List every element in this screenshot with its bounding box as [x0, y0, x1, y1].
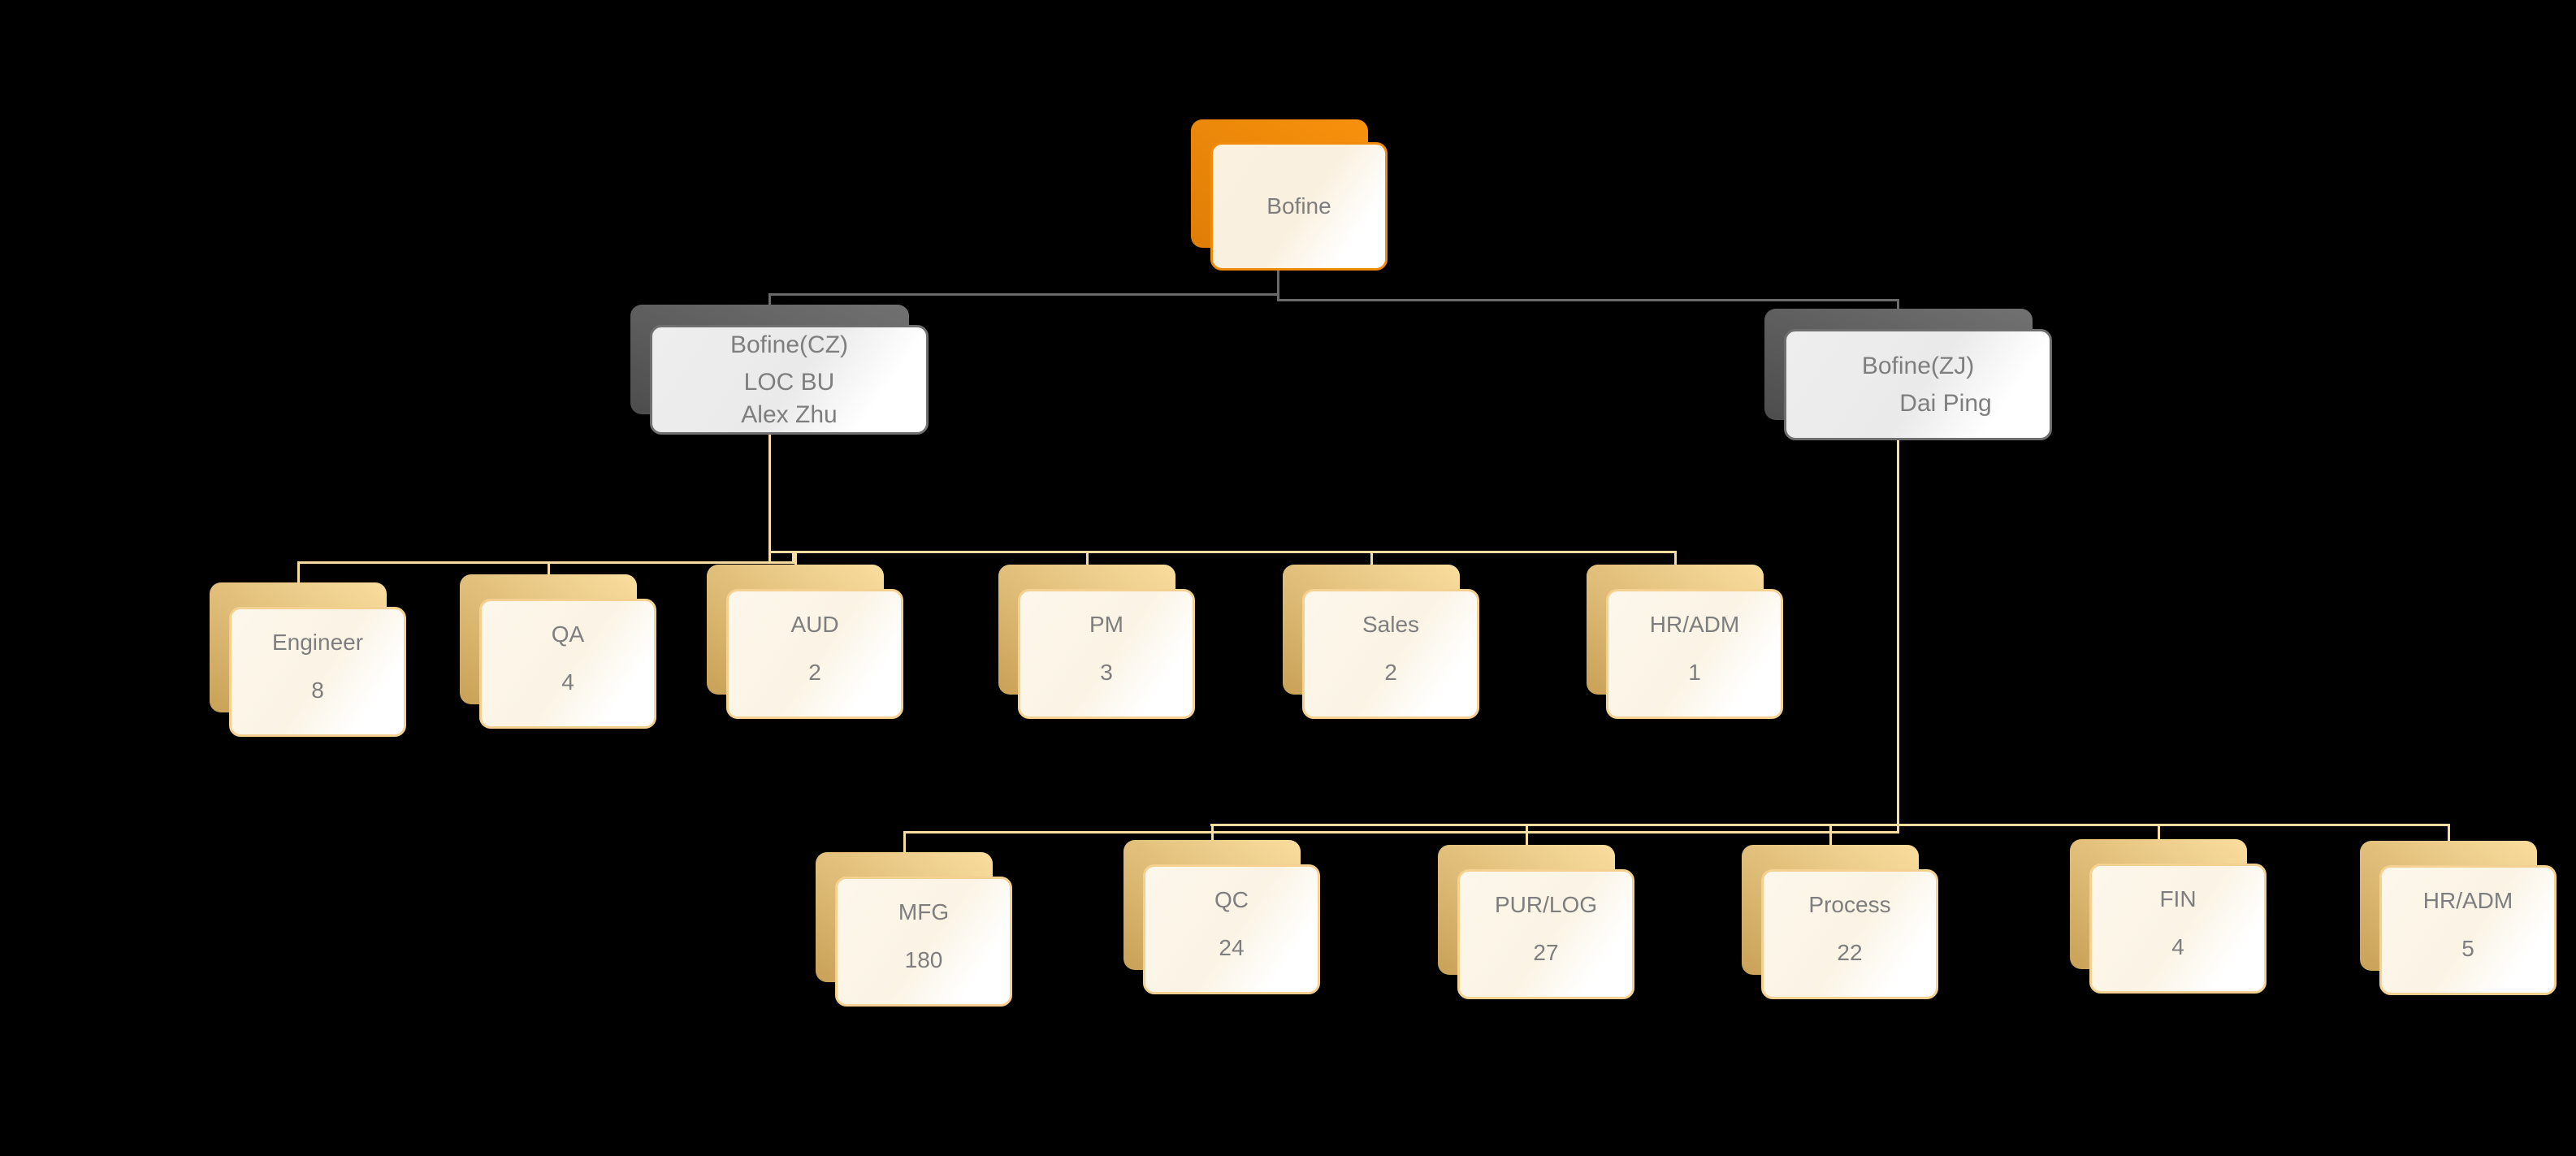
card: HR/ADM 5 — [2379, 865, 2557, 995]
connector — [1829, 824, 1832, 846]
node-count: 4 — [2171, 933, 2184, 959]
card: Bofine(CZ) LOC BU Alex Zhu — [650, 325, 929, 435]
connector — [1277, 299, 1899, 301]
node-count: 5 — [2461, 935, 2474, 961]
connector — [1674, 551, 1677, 566]
node-department: LOC BU — [743, 368, 835, 396]
connector — [1211, 824, 1214, 842]
card: Process 22 — [1761, 869, 1938, 999]
card: PM 3 — [1018, 589, 1195, 719]
connector — [1277, 271, 1279, 301]
connector — [548, 561, 550, 576]
node-label: PM — [1089, 611, 1123, 637]
connector — [1086, 551, 1089, 566]
connector — [1526, 824, 1528, 846]
connector — [768, 293, 771, 306]
connector — [1897, 440, 1899, 832]
node-label: MFG — [898, 898, 950, 924]
node-count: 3 — [1100, 659, 1113, 685]
card: HR/ADM 1 — [1606, 589, 1783, 719]
connector — [768, 435, 771, 562]
node-label: AUD — [790, 611, 839, 637]
card: AUD 2 — [726, 589, 903, 719]
node-count: 4 — [561, 669, 574, 695]
connector — [792, 551, 794, 563]
connector — [2158, 824, 2160, 841]
connector — [297, 561, 300, 584]
node-count: 8 — [311, 677, 324, 703]
node-count: 180 — [904, 946, 943, 972]
node-title: Bofine — [1266, 193, 1331, 219]
connector — [2448, 824, 2450, 842]
card: Bofine — [1210, 142, 1388, 271]
node-label: HR/ADM — [1649, 611, 1740, 637]
card: Sales 2 — [1302, 589, 1479, 719]
node-label: QC — [1214, 886, 1249, 912]
node-title: Bofine(CZ) — [730, 331, 849, 358]
card: MFG 180 — [835, 877, 1012, 1007]
node-label: FIN — [2159, 885, 2197, 911]
card: Bofine(ZJ) Dai Ping — [1784, 329, 2052, 440]
connector — [1897, 299, 1899, 310]
connector — [794, 551, 797, 566]
connector — [768, 551, 1676, 553]
connector — [768, 293, 1279, 296]
node-count: 22 — [1837, 939, 1863, 965]
connector — [903, 831, 1899, 833]
card: FIN 4 — [2089, 864, 2266, 994]
node-label: PUR/LOG — [1494, 891, 1598, 917]
node-count: 2 — [1384, 659, 1397, 685]
node-label: Sales — [1362, 611, 1420, 637]
card: PUR/LOG 27 — [1457, 869, 1634, 999]
card: QA 4 — [479, 599, 656, 729]
node-label: Process — [1808, 891, 1891, 917]
node-label: Engineer — [271, 629, 364, 655]
node-label: HR/ADM — [2422, 887, 2513, 913]
node-count: 24 — [1219, 934, 1245, 960]
node-count: 27 — [1533, 939, 1559, 965]
card: Engineer 8 — [229, 607, 406, 737]
connector — [297, 561, 794, 564]
node-count: 2 — [808, 659, 821, 685]
node-label: QA — [551, 621, 585, 647]
connector — [903, 831, 906, 854]
node-count: 1 — [1688, 659, 1701, 685]
card: QC 24 — [1143, 864, 1320, 994]
connector — [1370, 551, 1373, 566]
node-manager: Dai Ping — [1899, 389, 1992, 417]
node-manager: Alex Zhu — [741, 400, 838, 428]
node-title: Bofine(ZJ) — [1861, 352, 1975, 379]
